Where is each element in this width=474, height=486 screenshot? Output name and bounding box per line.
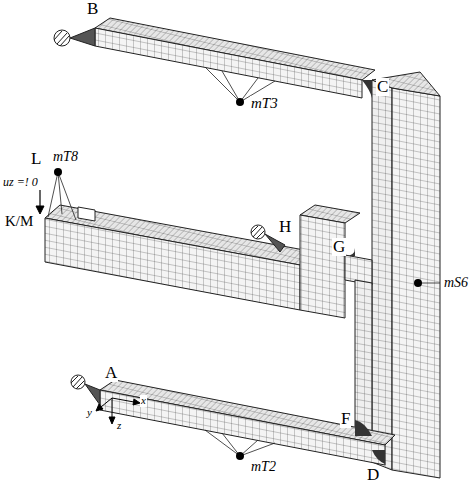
part-label: mT2 xyxy=(250,460,277,475)
part-label: mS6 xyxy=(443,276,469,291)
displacement-arrow xyxy=(36,190,44,214)
part-label: mT8 xyxy=(52,150,79,165)
mass-points xyxy=(54,98,422,460)
part-label: H xyxy=(278,218,292,236)
part-label: L xyxy=(30,150,42,168)
structure xyxy=(45,18,440,478)
part-label: C xyxy=(376,78,389,96)
part-label: B xyxy=(86,0,99,18)
support-symbols xyxy=(54,28,285,405)
part-label: mT3 xyxy=(250,96,279,112)
part-label: F xyxy=(340,410,351,428)
part-label: G xyxy=(332,238,346,256)
part-label: z xyxy=(116,420,122,432)
part-label: D xyxy=(366,466,380,484)
mass-leaders xyxy=(48,67,440,456)
part-label: K/M xyxy=(4,214,34,230)
part-label: x xyxy=(140,395,147,407)
part-label: y xyxy=(86,407,93,419)
part-label: A xyxy=(104,364,118,382)
part-label: uz =! 0 xyxy=(2,176,39,189)
fillets xyxy=(345,80,385,464)
